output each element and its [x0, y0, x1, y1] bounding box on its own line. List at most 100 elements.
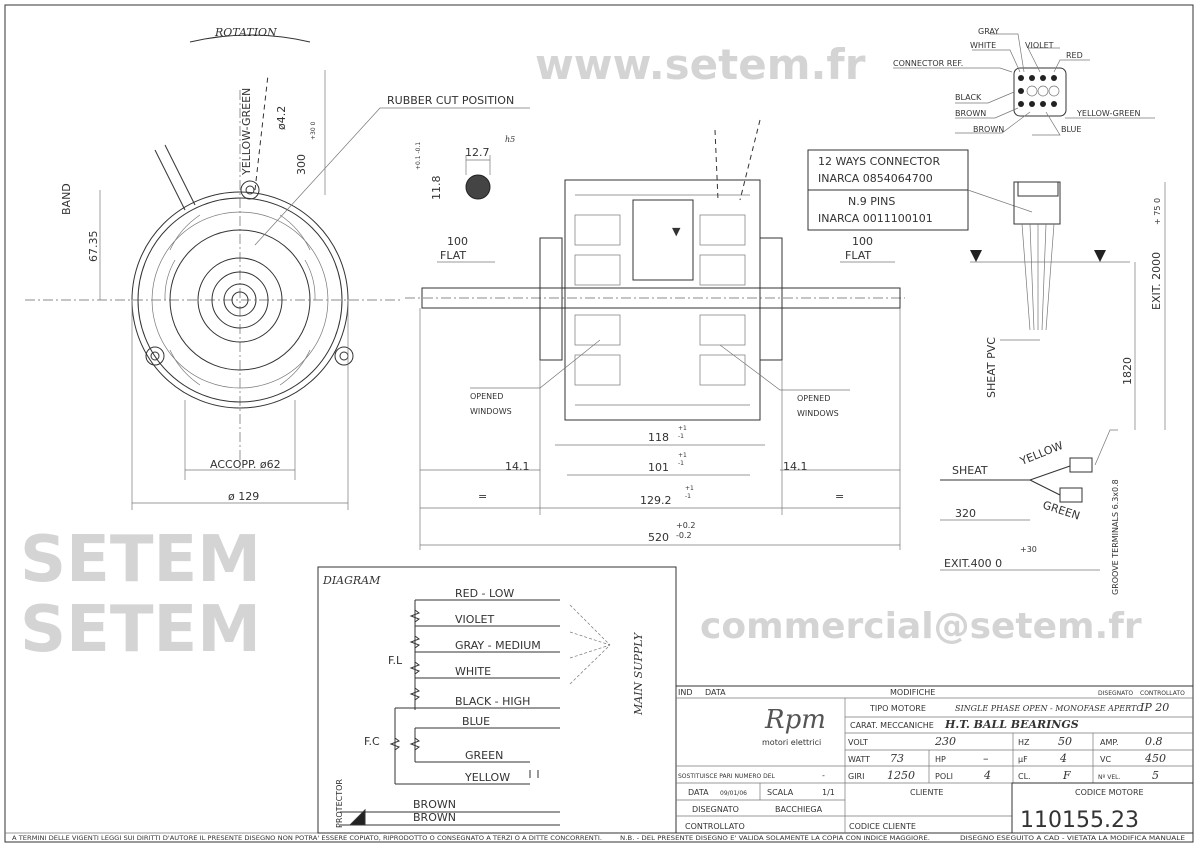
controllato-header: CONTROLLATO — [1140, 690, 1185, 697]
rubber-cut-label: RUBBER CUT POSITION — [387, 94, 514, 107]
data-label: DATA — [688, 788, 709, 797]
lead-red-low: RED - LOW — [455, 587, 514, 600]
diagram-title: DIAGRAM — [322, 574, 381, 587]
data-value: 09/01/06 — [720, 790, 747, 797]
exit-400: EXIT.400 0 — [944, 557, 1002, 570]
lead-green: GREEN — [465, 749, 503, 762]
dim-101: 101 — [648, 461, 669, 474]
rpm-logo: Rpm — [764, 705, 826, 735]
vc: 450 — [1144, 752, 1166, 765]
connector-yellow-green: YELLOW-GREEN — [1076, 109, 1141, 118]
brown-2: BROWN — [413, 811, 456, 824]
dim-101-tol-plus: +1 — [678, 452, 687, 459]
wire-length-tol: +30 0 — [310, 121, 317, 140]
fl-label: F.L — [388, 654, 403, 667]
codice-motore: 110155.23 — [1020, 808, 1139, 833]
sheat-pvc: SHEAT PVC — [985, 337, 998, 398]
flat-right-label: FLAT — [845, 249, 871, 262]
footer-middle: N.B. - DEL PRESENTE DISEGNO E' VALIDA SO… — [620, 835, 930, 842]
disegnato-header: DISEGNATO — [1098, 690, 1133, 697]
wire-diameter: ø4.2 — [275, 106, 288, 130]
accopp-dimension: ACCOPP. ø62 — [210, 458, 281, 471]
disegnato-value: BACCHIEGA — [775, 805, 823, 814]
lead-yellow: YELLOW — [464, 771, 510, 784]
connector-blue: BLUE — [1061, 125, 1081, 134]
flat-left-value: 100 — [447, 235, 468, 248]
wire-length: 300 — [295, 154, 308, 175]
dim-118: 118 — [648, 431, 669, 444]
front-view: ROTATION BAND YELLOW-GREEN ø4.2 300 +30 … — [25, 26, 530, 510]
dim-520-tol-plus: +0.2 — [676, 521, 695, 530]
footer-left: A TERMINI DELLE VIGENTI LEGGI SUI DIRITT… — [12, 835, 602, 842]
dim-101-tol-minus: -1 — [678, 460, 684, 467]
controllato-label: CONTROLLATO — [685, 822, 745, 831]
giri: 1250 — [887, 769, 915, 782]
flat-right-value: 100 — [852, 235, 873, 248]
amp-label: AMP. — [1100, 738, 1119, 747]
opened-windows-left-2: WINDOWS — [470, 407, 512, 416]
hp-label: HP — [935, 755, 946, 764]
logo-subtitle: motori elettrici — [762, 738, 821, 747]
lead-gray-medium: GRAY - MEDIUM — [455, 639, 541, 652]
watt-label: WATT — [848, 755, 870, 764]
cl-label: CL. — [1018, 772, 1031, 781]
rubber-section: 12.7 h5 11.8 +0.1 -0.1 — [415, 135, 515, 200]
dim-129-tol-plus: +1 — [685, 485, 694, 492]
equal-left: = — [478, 490, 487, 503]
connector-box-line4: INARCA 0011100101 — [818, 212, 933, 225]
cl: F — [1062, 769, 1071, 782]
connector-ref: CONNECTOR REF. — [893, 59, 963, 68]
volt-label: VOLT — [848, 738, 868, 747]
opened-windows-right-1: OPENED — [797, 394, 830, 403]
dim-118-tol-plus: +1 — [678, 425, 687, 432]
section-height: 11.8 — [430, 176, 443, 201]
connector-exit: EXIT. 2000 — [1150, 252, 1163, 310]
rotation-arrow-icon — [189, 34, 311, 43]
scala-label: SCALA — [767, 788, 794, 797]
opened-windows-right-2: WINDOWS — [797, 409, 839, 418]
connector-detail: GRAY WHITE VIOLET RED CONNECTOR REF. BLA… — [807, 27, 1166, 430]
scala-value: 1/1 — [822, 788, 835, 797]
sheat-label: SHEAT — [952, 464, 988, 477]
hz: 50 — [1058, 735, 1072, 748]
connector-gray: GRAY — [978, 27, 999, 36]
modifiche-header: MODIFICHE — [890, 688, 935, 697]
codice-motore-label: CODICE MOTORE — [1075, 788, 1144, 797]
carat-label: CARAT. MECCANICHE — [850, 721, 934, 730]
connector-black: BLACK — [955, 93, 982, 102]
connector-violet: VIOLET — [1025, 41, 1054, 50]
footer-right: DISEGNO ESEGUITO A CAD - VIETATA LA MODI… — [960, 835, 1185, 842]
lead-violet: VIOLET — [455, 613, 495, 626]
brown-1: BROWN — [413, 798, 456, 811]
vel-label: Nº VEL. — [1098, 774, 1120, 781]
connector-box-line2: INARCA 0854064700 — [818, 172, 933, 185]
connector-tol: + 75 0 — [1153, 198, 1162, 225]
dim-129-tol-minus: -1 — [685, 493, 691, 500]
vc-label: VC — [1100, 755, 1111, 764]
connector-1820: 1820 — [1121, 357, 1134, 385]
connector-box-line1: 12 WAYS CONNECTOR — [818, 155, 940, 168]
section-tol: +0.1 -0.1 — [415, 142, 422, 170]
dim-129: 129.2 — [640, 494, 672, 507]
uf: 4 — [1059, 752, 1067, 765]
fc-label: F.C — [364, 735, 380, 748]
vel: 5 — [1152, 769, 1159, 782]
rotation-label: ROTATION — [214, 26, 277, 39]
dim-320: 320 — [955, 507, 976, 520]
connector-brown-2: BROWN — [973, 125, 1004, 134]
disegnato-label: DISEGNATO — [692, 805, 739, 814]
tipo-motore: SINGLE PHASE OPEN - MONOFASE APERTO — [955, 704, 1143, 713]
sostituisce-label: SOSTITUISCE PARI NUMERO DEL — [678, 773, 776, 780]
yellow-label: YELLOW — [1017, 439, 1065, 468]
diameter-dimension: ø 129 — [228, 490, 259, 503]
tipo-motore-label: TIPO MOTORE — [869, 704, 926, 713]
dim-14-left: 14.1 — [505, 460, 530, 473]
side-view: ▼ 100 FLAT 100 FLAT OPENED WINDOWS OPENE… — [405, 119, 905, 550]
wiring-diagram: DIAGRAM RED - LOW VIOLET GRAY - MEDIUM W… — [317, 566, 677, 834]
yellow-green-lead — [254, 74, 269, 191]
lead-blue: BLUE — [462, 715, 490, 728]
capacitor-leads: SHEAT YELLOW GREEN 320 EXIT.400 0 +30 GR… — [940, 429, 1120, 595]
drawing-border — [4, 4, 1194, 843]
sostituisce-value: - — [822, 771, 825, 780]
